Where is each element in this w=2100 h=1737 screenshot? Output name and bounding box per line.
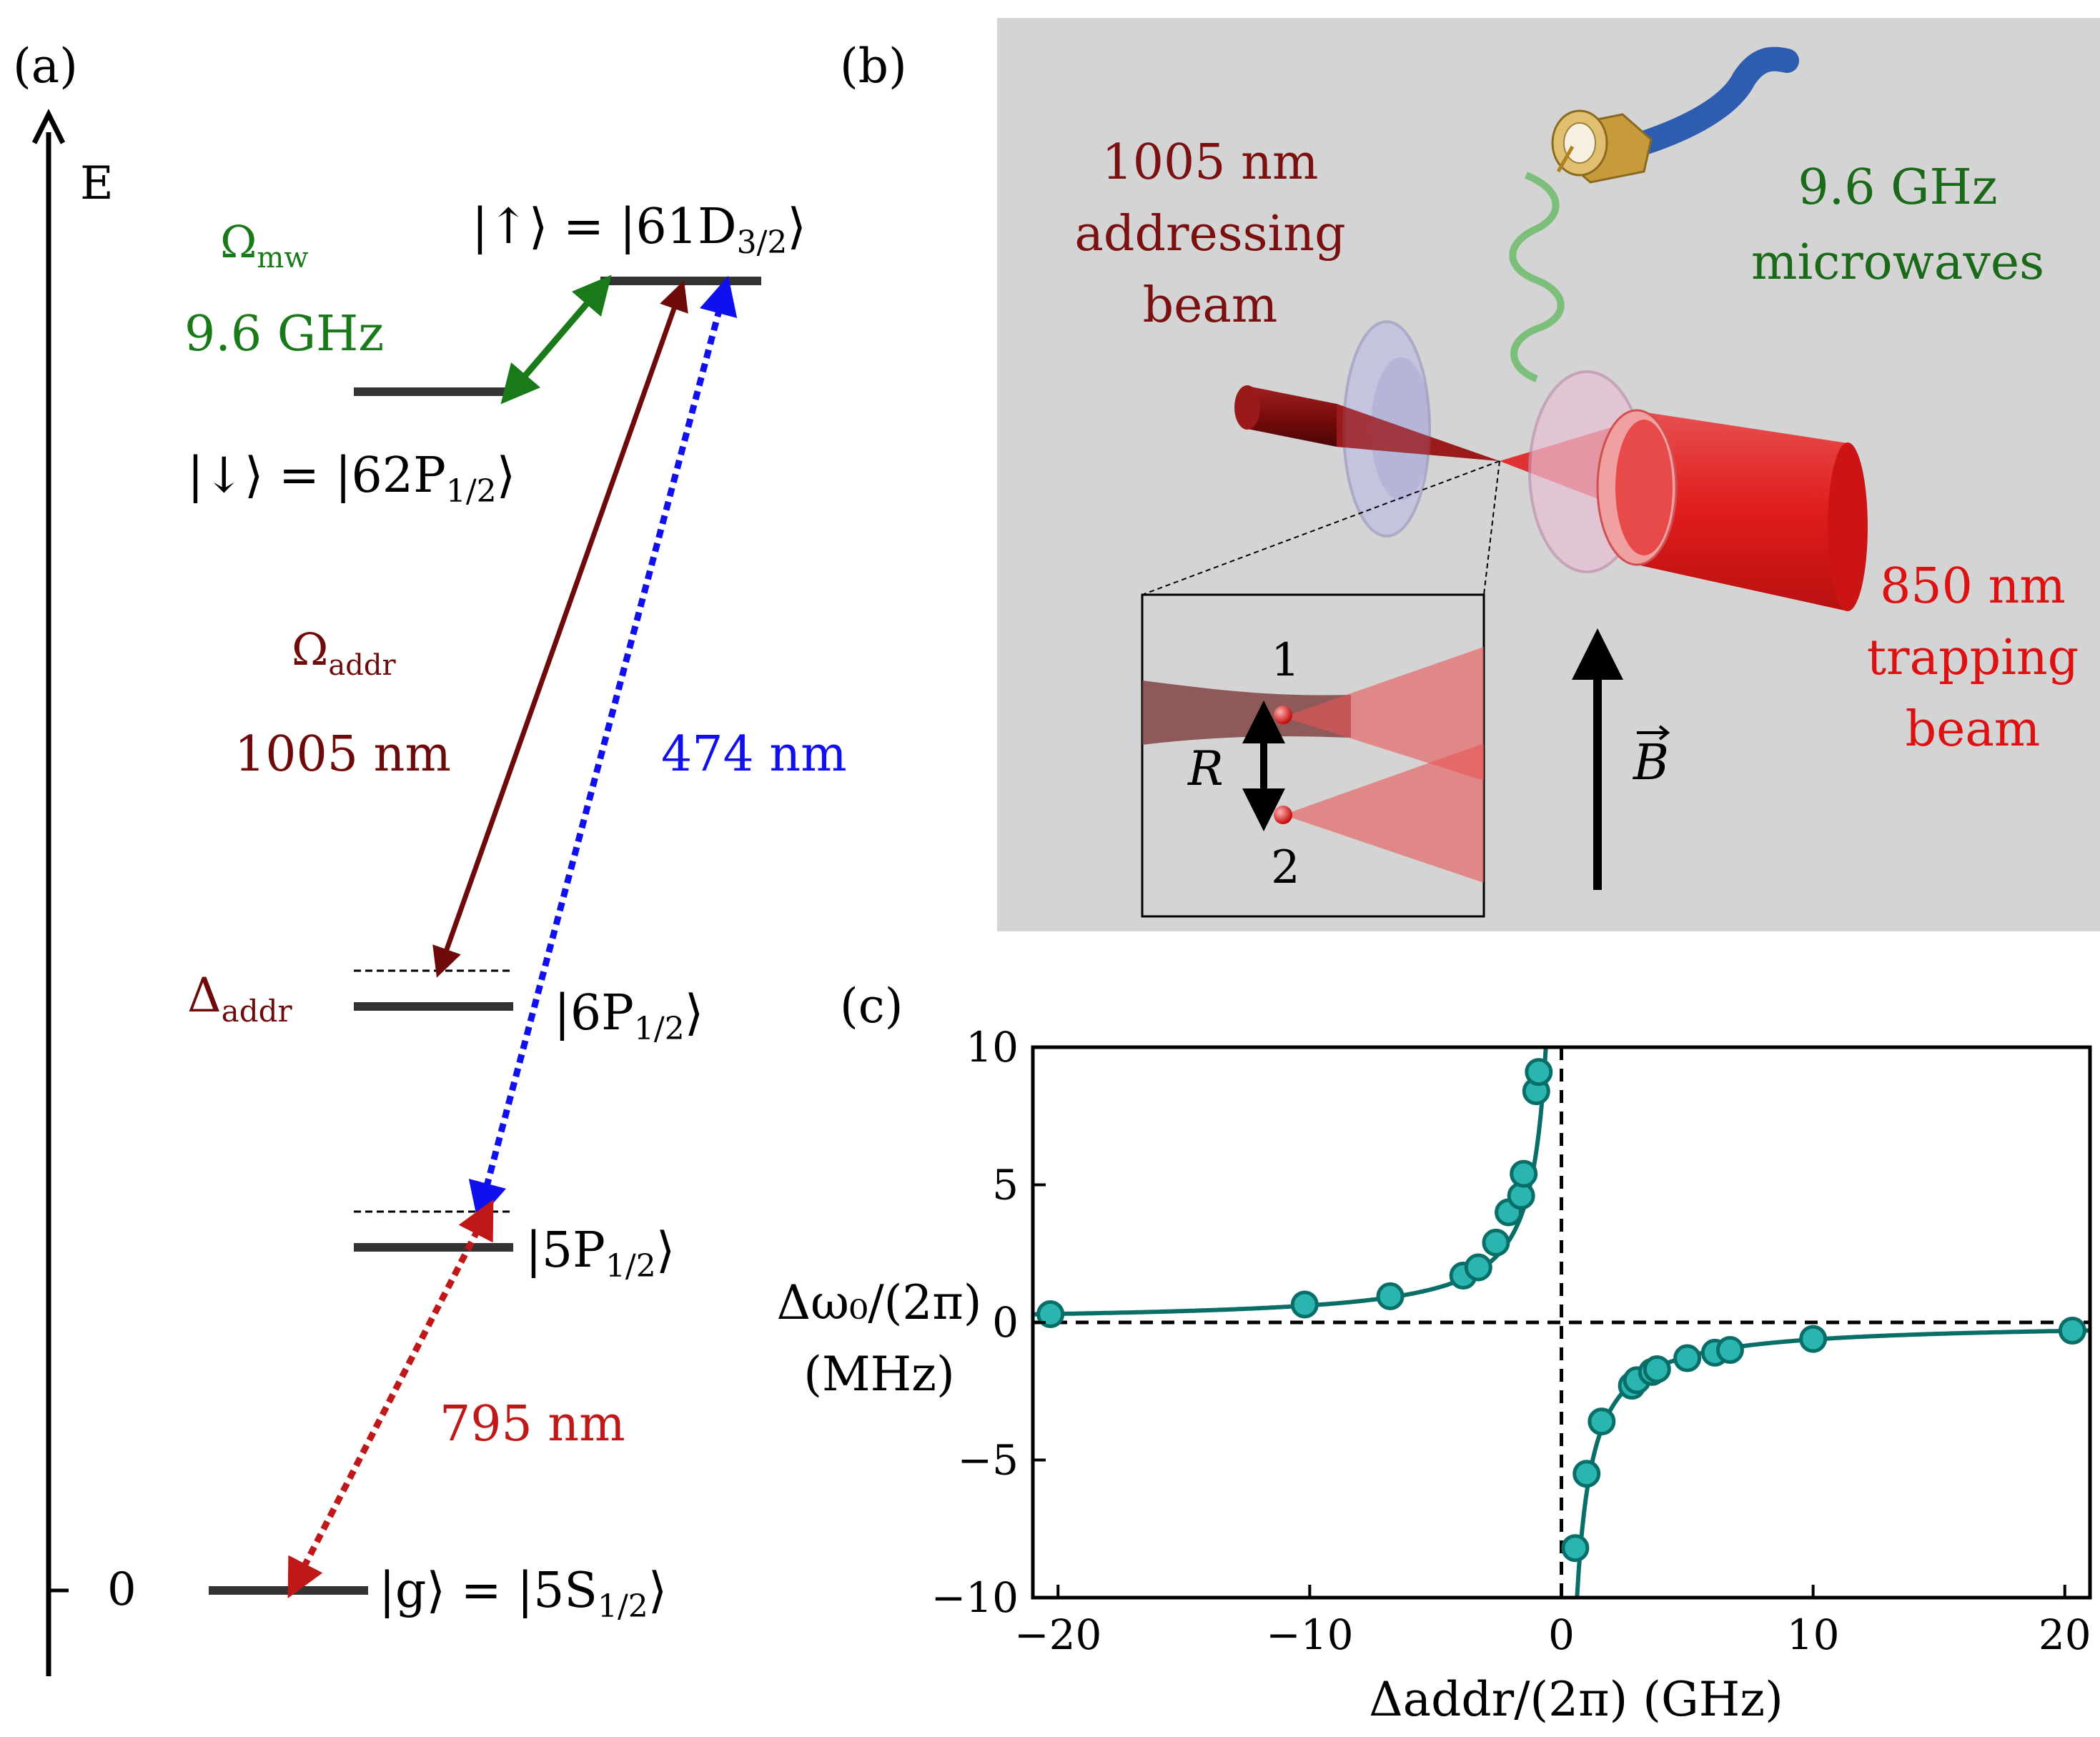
inset: 1 2 R	[1141, 593, 1485, 918]
microwaves-caption: 9.6 GHz microwaves	[1751, 159, 2044, 291]
data-point	[1561, 1534, 1590, 1563]
level-down-label: |↓⟩ = |62P1/2⟩	[187, 447, 515, 510]
delta-addr-label: Δaddr	[187, 968, 292, 1029]
microwaves-text-2: microwaves	[1751, 234, 2044, 291]
microwave-connector	[1551, 109, 1653, 184]
atom-1-label: 1	[1271, 634, 1300, 687]
x-tick-label: 10	[1787, 1610, 1840, 1659]
data-point	[1464, 1253, 1492, 1282]
trapping-beam-text-1: 850 nm	[1880, 558, 2066, 615]
addressing-beam-text-1: 1005 nm	[1102, 134, 1319, 191]
addr-wavelength-label: 1005 nm	[234, 726, 451, 783]
x-tick-labels: −20 −10 0 10 20	[1014, 1610, 2091, 1659]
addressing-beam-text-2: addressing	[1074, 206, 1345, 262]
data-point	[1643, 1355, 1671, 1383]
omega-addr-label: Ωaddr	[292, 623, 396, 682]
zero-label: 0	[107, 1563, 137, 1616]
data-point	[1290, 1290, 1319, 1319]
trapping-beam-caption: 850 nm trapping beam	[1867, 558, 2079, 758]
data-point	[1525, 1058, 1553, 1087]
addressing-beam-text-3: beam	[1143, 277, 1278, 334]
data-point	[1376, 1282, 1405, 1310]
y-axis-label-line-2: (MHz)	[803, 1347, 954, 1402]
data-point	[1715, 1336, 1744, 1364]
addressing-beam-caption: 1005 nm addressing beam	[1074, 134, 1345, 334]
data-point	[1036, 1300, 1065, 1328]
level-up-label: |↑⟩ = |61D3/2⟩	[472, 199, 806, 261]
inset-zoom-line-right	[1483, 460, 1500, 595]
panel-a: (a) E 0 |↑⟩ = |61D3/2⟩ |↓⟩ = |62P1/2⟩ |6…	[13, 39, 847, 1676]
separation-label: R	[1187, 741, 1224, 796]
omega-mw-label: Ωmw	[220, 216, 309, 274]
atom-2-label: 2	[1271, 841, 1300, 894]
energy-axis-label: E	[80, 157, 114, 210]
data-point	[1588, 1407, 1616, 1436]
atom-1	[1274, 706, 1292, 724]
x-tick-label: 0	[1548, 1610, 1575, 1659]
panel-c: (c) Δω₀/(2π) (MHz) Δaddr/(2π) (GHz) −20 …	[776, 979, 2092, 1727]
mw-frequency-label: 9.6 GHz	[184, 306, 384, 362]
data-point	[1799, 1325, 1828, 1353]
magnetic-field-label: B	[1632, 735, 1669, 791]
y-axis-label-line-1: Δω₀/(2π)	[776, 1275, 981, 1330]
inset-zoom-line-left	[1141, 460, 1500, 595]
x-axis-label: Δaddr/(2π) (GHz)	[1369, 1672, 1783, 1727]
panel-b: (b)	[840, 18, 2100, 931]
x-tick-label: −20	[1014, 1610, 1101, 1659]
atom-2	[1274, 806, 1292, 824]
data-point	[1572, 1460, 1601, 1488]
y-tick-label: 10	[966, 1023, 1019, 1072]
panel-a-label: (a)	[13, 39, 78, 94]
data-points	[1036, 1058, 2086, 1563]
left-lens	[1337, 320, 1500, 538]
microwave-cable	[1632, 46, 1799, 155]
vector-arrowhead-over-b	[1658, 725, 1670, 741]
795nm-label: 795 nm	[440, 1396, 625, 1453]
y-tick-label: −5	[958, 1436, 1019, 1485]
mw-transition-arrow	[500, 274, 612, 405]
trapping-beam-render	[1500, 370, 1868, 611]
y-tick-labels: 10 5 0 −5 −10	[931, 1023, 1019, 1622]
x-tick-label: 20	[2039, 1610, 2091, 1659]
x-tick-label: −10	[1266, 1610, 1353, 1659]
reference-lines	[1033, 1047, 2090, 1598]
474nm-label: 474 nm	[661, 726, 847, 783]
panel-c-label: (c)	[840, 979, 903, 1034]
panel-b-label: (b)	[840, 39, 907, 94]
delta-omega-plot: −20 −10 0 10 20 10 5 0 −5 −10	[931, 1023, 2092, 1659]
level-5p-label: |5P1/2⟩	[525, 1222, 675, 1285]
microwaves-text-1: 9.6 GHz	[1798, 159, 1997, 216]
trapping-beam-text-3: beam	[1906, 701, 2041, 758]
energy-axis-arrowhead	[31, 109, 66, 144]
data-point	[2058, 1317, 2086, 1345]
y-tick-label: 5	[992, 1161, 1019, 1209]
level-ground-label: |g⟩ = |5S1/2⟩	[379, 1563, 667, 1625]
trapping-beam-text-2: trapping	[1867, 630, 2079, 686]
y-ticks	[1033, 1046, 1046, 1599]
data-point	[1482, 1228, 1510, 1257]
y-tick-label: −10	[931, 1573, 1019, 1622]
data-point	[1673, 1344, 1702, 1372]
y-tick-label: 0	[992, 1298, 1019, 1347]
level-6p-label: |6P1/2⟩	[554, 985, 703, 1047]
795nm-transition-arrow	[287, 1199, 494, 1598]
data-point	[1510, 1159, 1538, 1188]
microwave-wave	[1509, 172, 1565, 382]
x-ticks	[1056, 1585, 2066, 1598]
